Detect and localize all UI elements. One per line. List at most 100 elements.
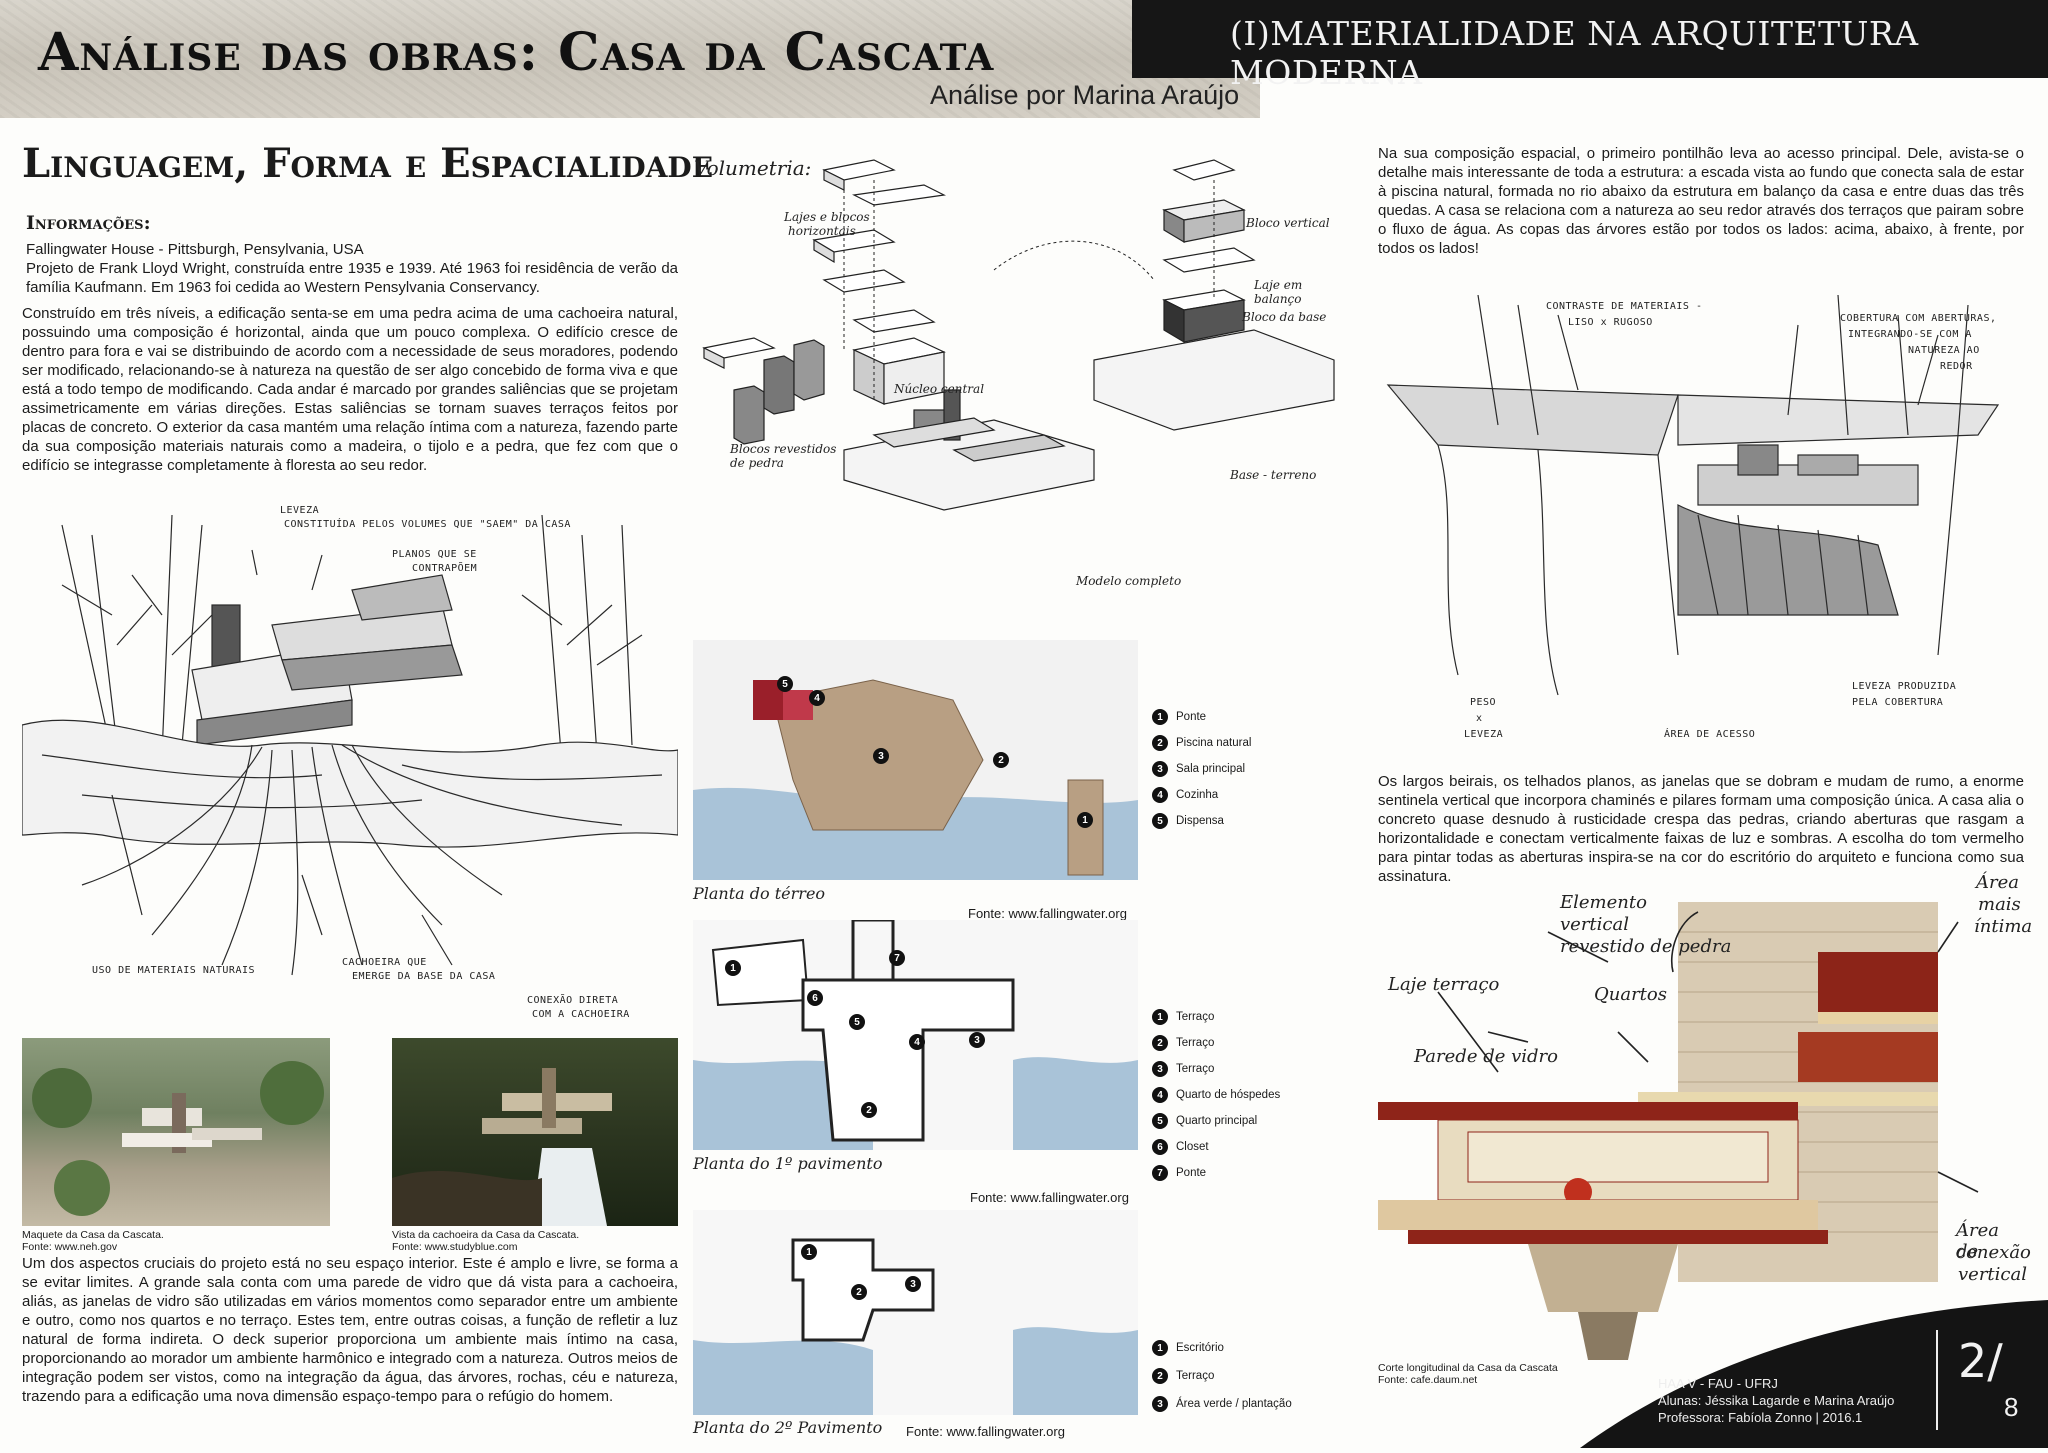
volumetria-drawing: [702, 159, 1335, 511]
note-com-cachoeira: COM A CACHOEIRA: [532, 1009, 630, 1020]
paragraph-interior: Um dos aspectos cruciais do projeto está…: [22, 1255, 678, 1405]
plan-first-marker-1: 1: [725, 960, 741, 976]
section-cut-source: Fonte: cafe.daum.net: [1378, 1374, 1478, 1386]
vol-label-modelo: Modelo completo: [1076, 574, 1182, 588]
section-cut-caption: Corte longitudinal da Casa da Cascata: [1378, 1362, 1558, 1374]
note-leveza2: LEVEZA: [1464, 729, 1504, 740]
note-conexao: CONEXÃO DIRETA: [527, 995, 619, 1006]
note-liso: LISO x RUGOSO: [1568, 317, 1653, 328]
plan-ground-marker-1: 1: [1077, 812, 1093, 828]
note-volumes: CONSTITUÍDA PELOS VOLUMES QUE "SAEM" DA …: [284, 519, 571, 530]
note-redor: REDOR: [1940, 361, 1973, 372]
note-leveza: LEVEZA: [280, 505, 320, 516]
plan-ground-drawing: [693, 679, 1138, 880]
plan-first-marker-5: 5: [849, 1014, 865, 1030]
cut-label-vertical: vertical: [1560, 914, 1629, 935]
model-shapes: [32, 1061, 324, 1216]
photo-waterfall-caption: Vista da cachoeira da Casa da Cascata.: [392, 1229, 580, 1241]
plan-first-marker-6: 6: [807, 990, 823, 1006]
info-description: Projeto de Frank Lloyd Wright, construíd…: [26, 260, 678, 296]
photo-waterfall-source: Fonte: www.studyblue.com: [392, 1241, 518, 1253]
plan-second-drawing: [693, 1238, 1138, 1415]
plan-ground-marker-5: 5: [777, 676, 793, 692]
paragraph-levels: Construído em três níveis, a edificação …: [22, 305, 678, 474]
footer-shape: [1580, 1300, 2048, 1448]
page-title: Análise das obras: Casa da Cascata: [38, 22, 995, 83]
cut-label-conexao: conexão: [1956, 1242, 2031, 1263]
section-title: Linguagem, Forma e Espacialidade: [22, 140, 714, 187]
section-cut-drawing: [1378, 902, 1979, 1360]
plan-first-marker-2: 2: [861, 1102, 877, 1118]
note-contrapoem: CONTRAPÕEM: [412, 563, 478, 574]
sketch-fallingwater-access: CONTRASTE DE MATERIAIS - LISO x RUGOSO C…: [1378, 294, 2024, 760]
plan-second-title: Planta do 2º Pavimento: [693, 1418, 883, 1437]
sketch2-drawing: [1386, 294, 2000, 696]
vol-label-blocos-pedra: Blocos revestidos: [730, 442, 837, 456]
page-total: 8: [2004, 1392, 2019, 1422]
note-natureza: NATUREZA AO: [1908, 345, 1980, 356]
photo-model-caption: Maquete da Casa da Cascata.: [22, 1229, 164, 1241]
plan-ground-floor: 5 4 3 2 1: [693, 640, 1138, 880]
footer-credits: HAA V - FAU - UFRJ Alunas: Jéssika Lagar…: [1658, 1375, 1894, 1426]
volumetria-diagram: Lajes e blocos horizontais Bloco vertica…: [694, 150, 1344, 620]
sketch-drawing: [21, 514, 679, 976]
vol-label-base-terreno: Base - terreno: [1230, 468, 1317, 482]
plan-second-marker-3: 3: [905, 1276, 921, 1292]
info-line: Fallingwater House - Pittsburgh, Pensylv…: [26, 241, 364, 258]
vol-label-lajes: Lajes e blocos: [784, 210, 870, 224]
photo-waterfall: [392, 1038, 678, 1226]
footer-students: Alunas: Jéssika Lagarde e Marina Araújo: [1658, 1393, 1895, 1408]
footer-divider: [1936, 1330, 1938, 1430]
note-contraste: CONTRASTE DE MATERIAIS -: [1546, 301, 1703, 312]
cut-label-revestido: revestido de pedra: [1560, 936, 1732, 957]
info-heading: Informações:: [26, 212, 151, 234]
plan-second-marker-2: 2: [851, 1284, 867, 1300]
note-materiais: USO DE MATERIAIS NATURAIS: [92, 965, 256, 976]
cut-label-intima: íntima: [1974, 916, 2033, 937]
paragraph-composition: Na sua composição espacial, o primeiro p…: [1378, 145, 2024, 257]
plan-first-title: Planta do 1º pavimento: [693, 1154, 883, 1173]
note-planos: PLANOS QUE SE: [392, 549, 477, 560]
note-pela-cobertura: PELA COBERTURA: [1852, 697, 1944, 708]
cut-label-laje-terraco: Laje terraço: [1388, 974, 1500, 995]
plan-ground-marker-2: 2: [993, 752, 1009, 768]
cut-label-area-de: Área de: [1956, 1220, 1999, 1262]
vol-label-bloco-vertical: Bloco vertical: [1246, 216, 1330, 230]
plan-second-floor: 1 2 3: [693, 1210, 1138, 1415]
note-base: EMERGE DA BASE DA CASA: [352, 971, 496, 982]
plan-ground-marker-4: 4: [809, 690, 825, 706]
vol-label-bloco-base: Bloco da base: [1242, 310, 1327, 324]
footer-professor: Professora: Fabíola Zonno | 2016.1: [1658, 1410, 1863, 1425]
footer-course: HAA V - FAU - UFRJ: [1658, 1376, 1778, 1391]
cut-label-quartos: Quartos: [1594, 984, 1667, 1005]
series-banner: [1132, 0, 2048, 78]
note-cobertura: COBERTURA COM ABERTURAS,: [1840, 313, 1997, 324]
cut-label-area: Área: [1976, 872, 2019, 893]
note-x: x: [1476, 713, 1483, 724]
cut-label-elemento: Elemento: [1560, 892, 1647, 913]
series-title: (I)MATERIALIDADE NA ARQUITETURA MODERNA: [1230, 14, 1919, 92]
plan-ground-marker-3: 3: [873, 748, 889, 764]
author-line: Análise por Marina Araújo: [930, 80, 1240, 110]
plan-first-marker-3: 3: [969, 1032, 985, 1048]
cut-label-mais: mais: [1978, 894, 2021, 915]
note-integrando: INTEGRANDO-SE COM A: [1848, 329, 1972, 340]
plan-first-marker-4: 4: [909, 1034, 925, 1050]
plan-first-source: Fonte: www.fallingwater.org: [970, 1190, 1129, 1205]
waterfall-shapes: [392, 1068, 612, 1226]
page-number: 2/: [1958, 1334, 2003, 1388]
